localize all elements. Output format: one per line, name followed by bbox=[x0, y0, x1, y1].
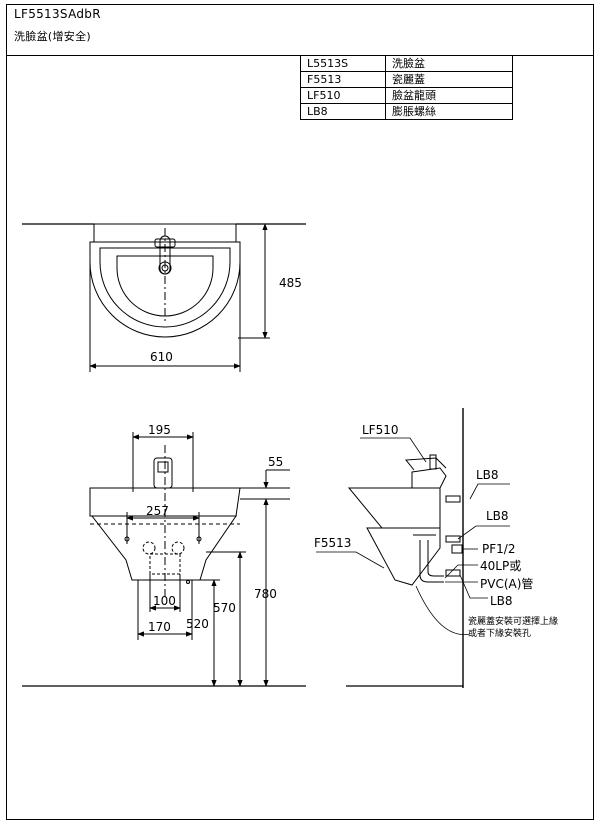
label-faucet: LF510 bbox=[362, 423, 399, 437]
install-note-line2: 或者下緣安裝孔 bbox=[468, 627, 531, 639]
mount-hole bbox=[186, 580, 190, 584]
leader-anchor-top bbox=[469, 483, 510, 500]
dim-top-offset-label: 55 bbox=[268, 455, 283, 469]
model-number: LF5513SAdbR bbox=[14, 7, 101, 21]
dim-drain-label: 100 bbox=[153, 594, 176, 608]
basin-body-front bbox=[90, 515, 237, 581]
label-trap: 40LP或 bbox=[480, 559, 521, 573]
basin-rim-side bbox=[347, 487, 441, 529]
install-note-line1: 瓷麗蓋安裝可選擇上緣 bbox=[468, 615, 558, 627]
drain-hole bbox=[158, 261, 172, 275]
dim-bracket-label: 257 bbox=[146, 504, 169, 518]
leader-faucet bbox=[360, 437, 427, 463]
dim-height-780-label: 780 bbox=[254, 587, 277, 601]
drawing-frame bbox=[6, 4, 594, 820]
part-name: 膨脹螺絲 bbox=[385, 103, 513, 120]
dim-width-label: 610 bbox=[150, 350, 173, 364]
part-code: F5513 bbox=[300, 71, 386, 88]
dim-faucet-spacing-label: 195 bbox=[148, 423, 171, 437]
basin-body-side bbox=[366, 527, 441, 586]
part-name: 洗臉盆 bbox=[385, 55, 513, 72]
faucet-side bbox=[411, 467, 447, 489]
part-code: L5513S bbox=[300, 55, 386, 72]
drain-center bbox=[161, 264, 169, 272]
dim-depth-label: 485 bbox=[279, 276, 302, 290]
leader-cover bbox=[316, 551, 385, 569]
faucet-handle bbox=[405, 457, 447, 471]
faucet-base bbox=[154, 238, 176, 248]
angle-valve bbox=[451, 544, 463, 554]
basin-rim-inner bbox=[99, 247, 231, 328]
leader-anchor-mid bbox=[457, 525, 510, 540]
product-subtitle: 洗臉盆(增安全) bbox=[14, 30, 91, 43]
part-name: 臉盆龍頭 bbox=[385, 87, 513, 104]
part-name: 瓷麗蓋 bbox=[385, 71, 513, 88]
basin-bowl bbox=[116, 255, 214, 317]
dim-height-520-label: 520 bbox=[186, 617, 209, 631]
p-trap-inner bbox=[427, 540, 444, 577]
top-view bbox=[22, 223, 306, 372]
anchor-bolt bbox=[445, 495, 461, 503]
bracket-hole-left bbox=[142, 541, 156, 555]
label-valve: PF1/2 bbox=[482, 542, 515, 556]
basin-outer-outline bbox=[89, 241, 241, 338]
label-anchor-mid: LB8 bbox=[486, 509, 509, 523]
bracket-hole-right bbox=[171, 541, 185, 555]
p-trap bbox=[419, 540, 444, 583]
faucet-front bbox=[153, 457, 173, 489]
label-anchor-top: LB8 bbox=[476, 468, 499, 482]
leader-note bbox=[415, 585, 471, 635]
front-view bbox=[22, 432, 306, 687]
label-anchor-bottom: LB8 bbox=[490, 594, 513, 608]
faucet-lever-side bbox=[429, 454, 437, 470]
side-view-leaders bbox=[316, 437, 510, 635]
dim-base-label: 170 bbox=[148, 620, 171, 634]
faucet-detail bbox=[157, 461, 169, 473]
leader-anchor-bottom bbox=[459, 574, 488, 599]
label-pipe: PVC(A)管 bbox=[480, 576, 533, 591]
part-code: LB8 bbox=[300, 103, 386, 120]
label-cover: F5513 bbox=[314, 536, 351, 550]
dim-height-570-label: 570 bbox=[213, 601, 236, 615]
anchor-bolt bbox=[445, 535, 461, 543]
leader-trap bbox=[444, 564, 478, 579]
side-view bbox=[346, 408, 464, 688]
